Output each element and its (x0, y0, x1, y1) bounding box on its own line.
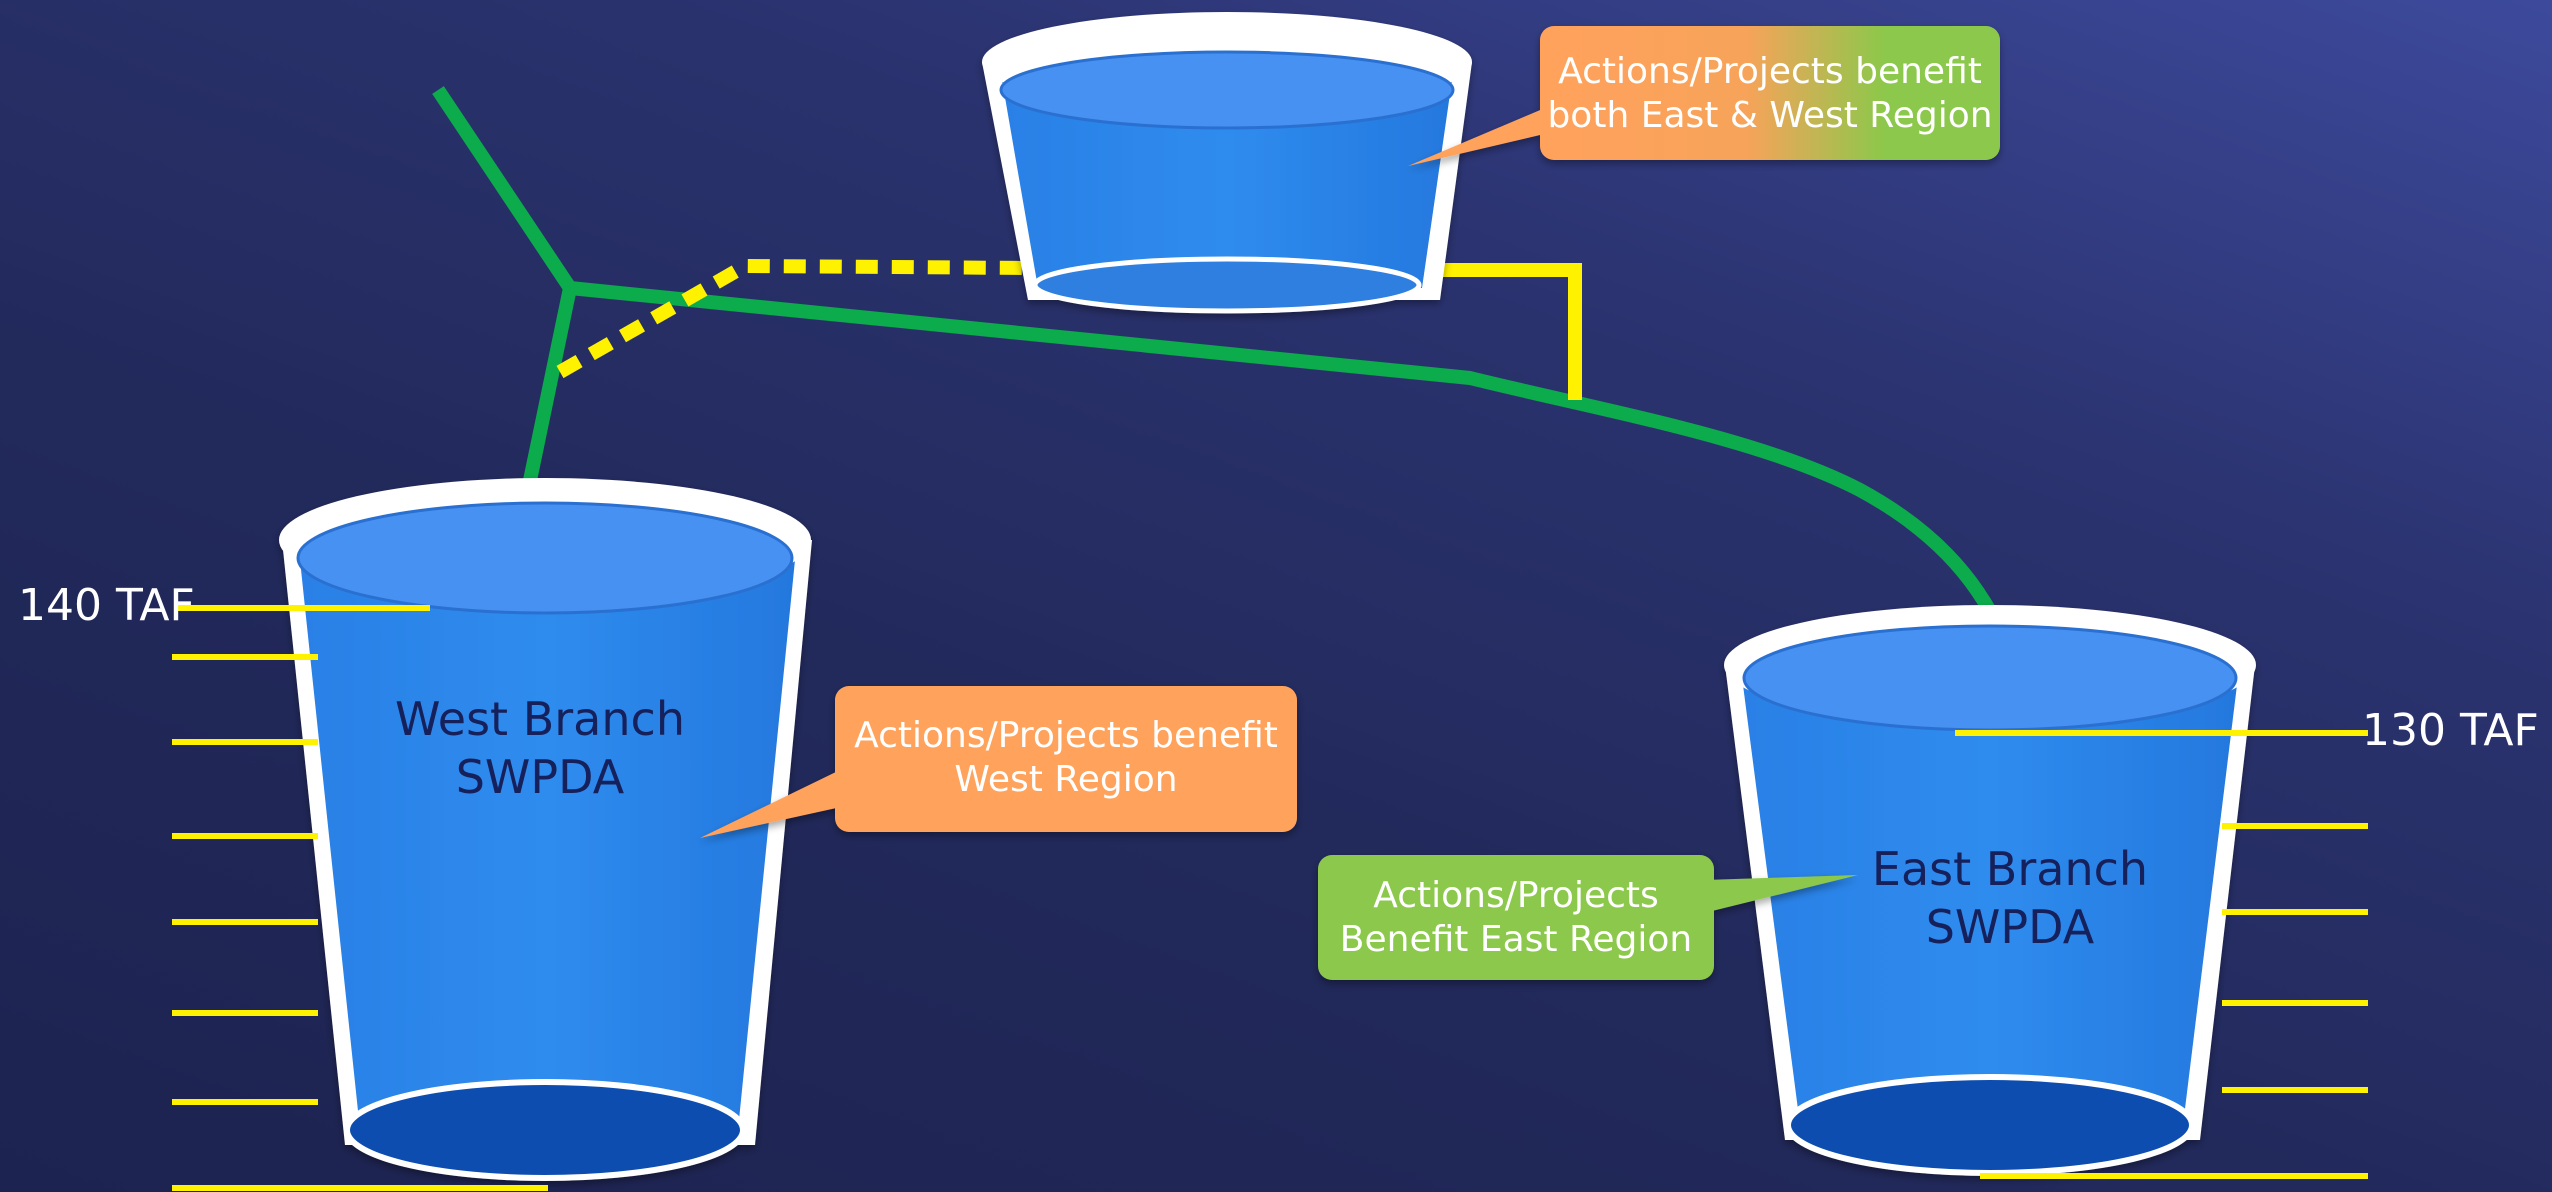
green-pipeline (432, 86, 2009, 638)
west-capacity-label: 140 TAF (18, 580, 195, 631)
east-bucket (1724, 605, 2256, 1176)
callout-east: Actions/Projects Benefit East Region (1318, 874, 1714, 962)
pipeline-west-drop (521, 286, 577, 492)
callout-west: Actions/Projects benefit West Region (835, 714, 1297, 802)
west-bucket (279, 478, 812, 1181)
east-bucket-label-line2: SWPDA (1925, 900, 2095, 954)
callout-west-line2: West Region (954, 759, 1178, 800)
west-bucket-label-line1: West Branch (395, 692, 685, 746)
callout-west-line1: Actions/Projects benefit (854, 715, 1278, 756)
west-level-markers (172, 605, 548, 1191)
west-bucket-label-line2: SWPDA (455, 750, 625, 804)
east-bucket-label-line1: East Branch (1871, 842, 2149, 896)
west-bucket-label: West Branch SWPDA (370, 690, 710, 806)
east-level-markers (1955, 730, 2368, 1179)
callout-east-line2: Benefit East Region (1339, 919, 1693, 960)
shared-bucket (982, 12, 1472, 314)
pipeline-main-east (569, 281, 2009, 638)
callout-east-shape (1318, 855, 1858, 980)
callout-shared-shape (1408, 26, 2000, 166)
callout-shared-line2: both East & West Region (1547, 95, 1993, 136)
east-bucket-label: East Branch SWPDA (1840, 840, 2180, 956)
yellow-connectors (556, 258, 1582, 400)
callout-east-line1: Actions/Projects (1373, 875, 1659, 916)
pipeline-northwest-branch (432, 86, 576, 292)
east-capacity-label: 130 TAF (2362, 705, 2539, 756)
callout-shared-line1: Actions/Projects benefit (1558, 51, 1982, 92)
callout-west-shape (700, 686, 1297, 838)
callout-shared: Actions/Projects benefit both East & Wes… (1540, 50, 2000, 138)
solid-connector-east (1425, 263, 1582, 400)
dotted-connector-west (556, 258, 1031, 379)
